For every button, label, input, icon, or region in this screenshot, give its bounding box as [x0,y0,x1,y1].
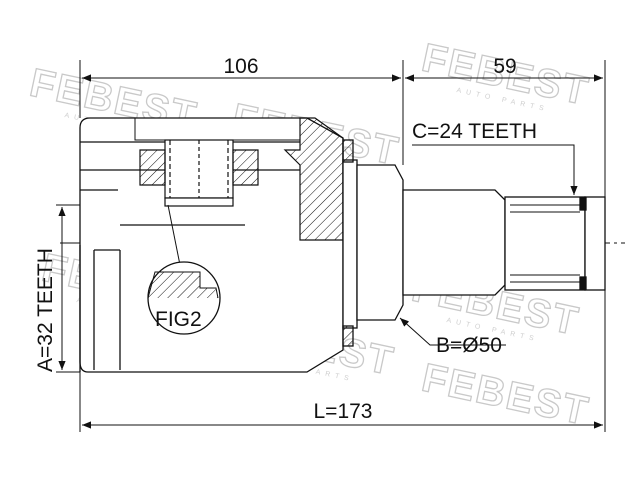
leader-c24 [412,144,578,195]
neck-section [342,139,404,347]
housing-top-band [134,117,301,141]
watermark-brand-7: FEBEST [418,356,593,434]
callout-b50: B=Ø50 [436,334,502,357]
dim-text-173: L=173 [314,400,373,423]
shaft [402,189,606,296]
callout-a32: A=32 TEETH [34,248,57,372]
fig2-detail: FIG2 [147,261,221,335]
leader-b50 [399,317,506,346]
tripod-spider [139,139,259,207]
callout-c24: C=24 TEETH [412,120,537,143]
housing-section-hatch [283,117,344,241]
dim-text-106: 106 [223,55,258,78]
fig2-label: FIG2 [155,308,202,331]
dimension-lines [56,60,606,432]
dim-text-59: 59 [493,55,516,78]
